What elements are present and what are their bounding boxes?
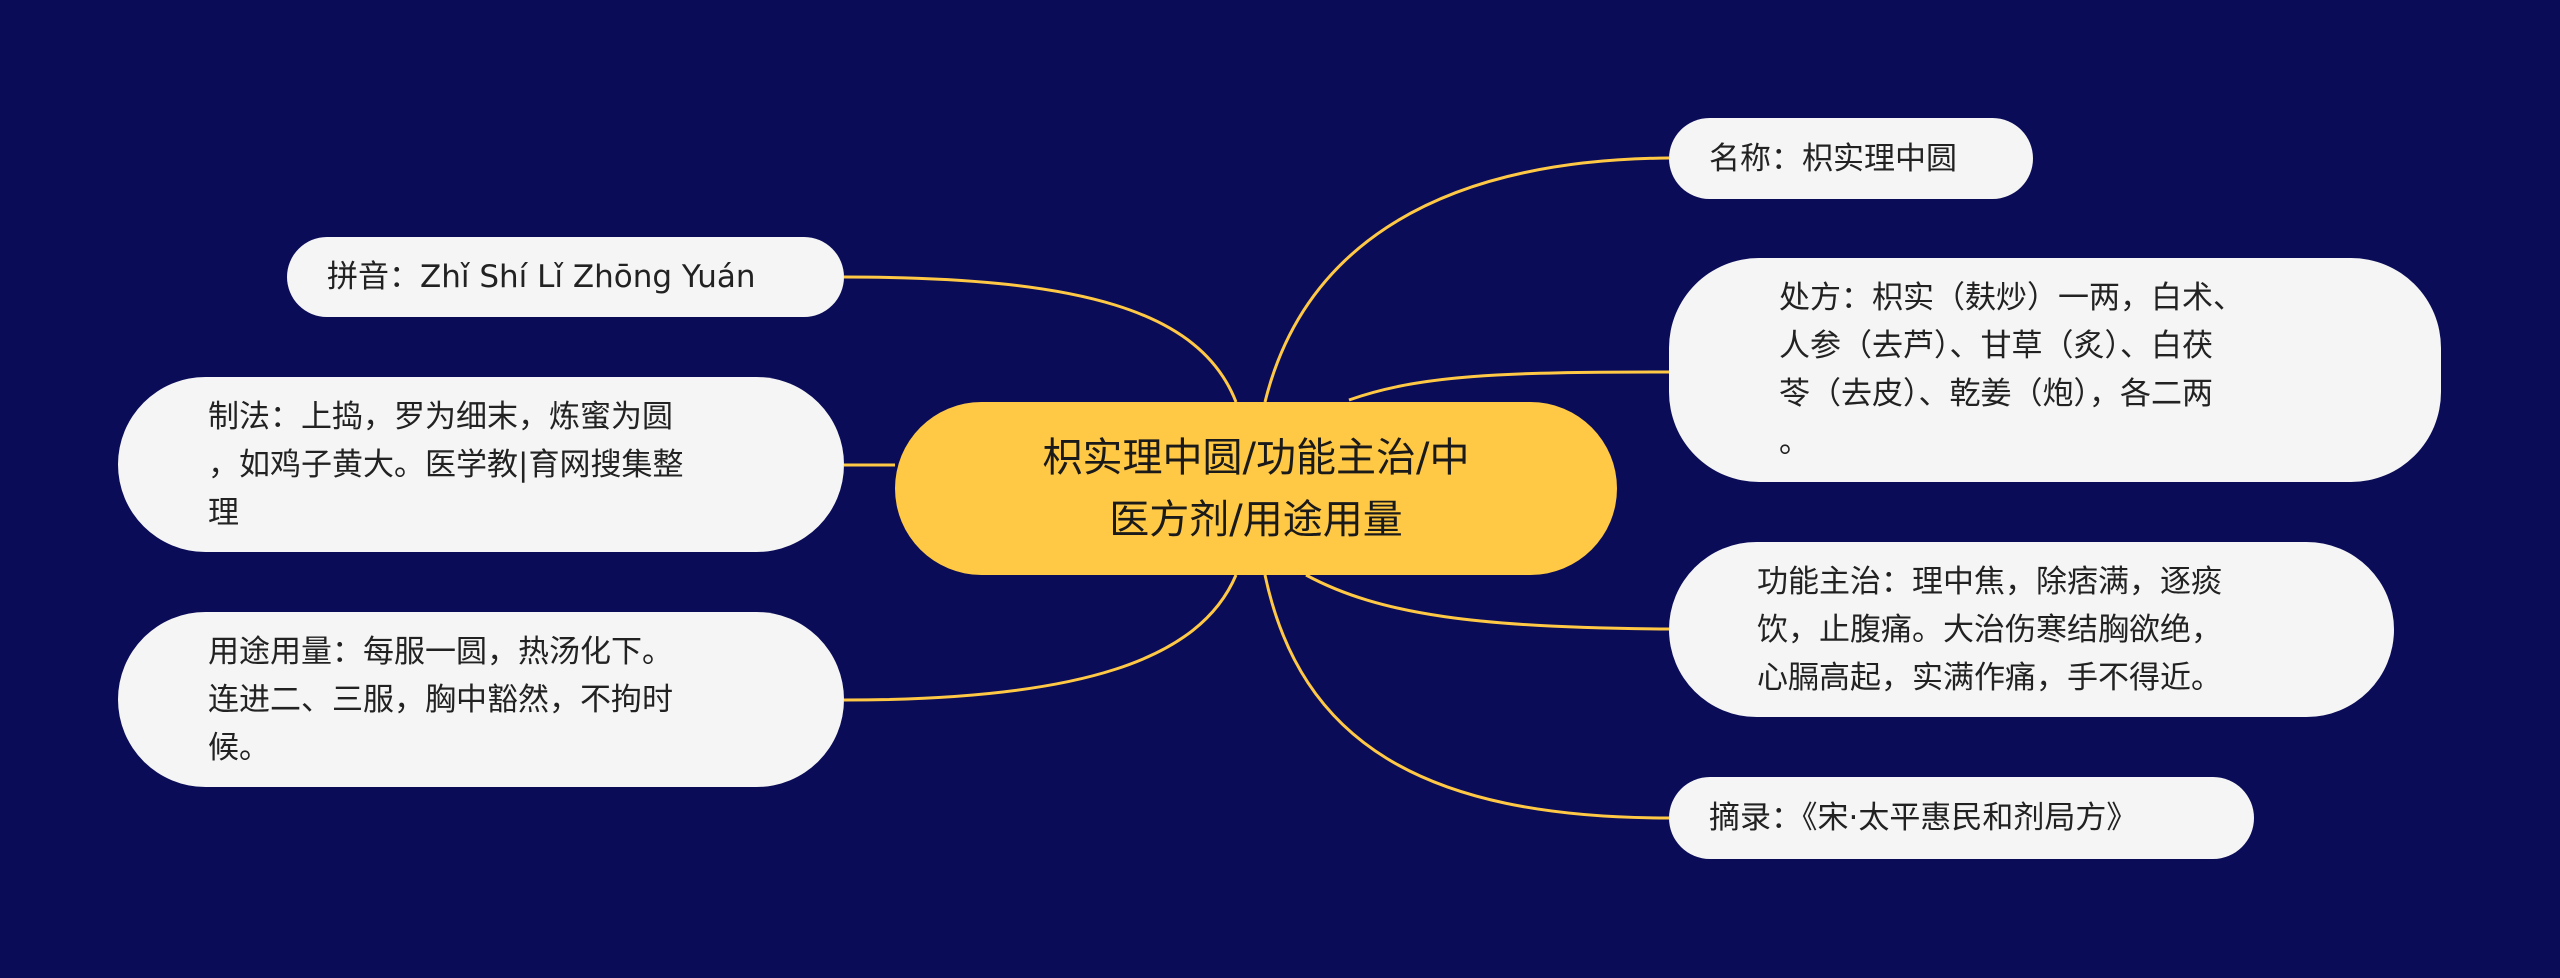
central-topic-line: 医方剂/用途用量 — [1109, 496, 1403, 543]
node-text: ，如鸡子黄大。医学教|育网搜集整 — [208, 446, 684, 483]
node-text: 摘录：《宋·太平惠民和剂局方》 — [1709, 800, 2138, 836]
node-prescription[interactable]: 处方：枳实（麸炒）一两，白术、 人参（去芦）、甘草（炙）、白茯 苓（去皮）、乾姜… — [1669, 258, 2441, 482]
node-usage[interactable]: 用途用量：每服一圆，热汤化下。 连进二、三服，胸中豁然，不拘时 候。 — [118, 612, 844, 787]
node-text: 连进二、三服，胸中豁然，不拘时 — [208, 681, 673, 718]
node-text: 制法：上捣，罗为细末，炼蜜为圆 — [208, 398, 673, 435]
node-function[interactable]: 功能主治：理中焦，除痞满，逐痰 饮，止腹痛。大治伤寒结胸欲绝， 心膈高起，实满作… — [1669, 542, 2394, 717]
node-pinyin[interactable]: 拼音：Zhǐ Shí Lǐ Zhōng Yuán — [287, 237, 844, 317]
link-function — [1305, 573, 1670, 631]
link-source — [1263, 574, 1670, 820]
node-text: 处方：枳实（麸炒）一两，白术、 — [1779, 280, 2244, 316]
link-name — [1263, 156, 1670, 403]
node-text: 拼音：Zhǐ Shí Lǐ Zhōng Yuán — [327, 259, 756, 295]
node-text: 候。 — [208, 729, 270, 766]
central-topic[interactable]: 枳实理中圆/功能主治/中 医方剂/用途用量 — [895, 402, 1617, 575]
node-text: 名称：枳实理中圆 — [1709, 140, 1957, 177]
node-text: 饮，止腹痛。大治伤寒结胸欲绝， — [1757, 611, 2222, 648]
node-text: 人参（去芦）、甘草（炙）、白茯 — [1779, 328, 2213, 364]
node-text: 用途用量：每服一圆，热汤化下。 — [208, 633, 673, 670]
node-text: 。 — [1779, 424, 1810, 460]
central-topic-line: 枳实理中圆/功能主治/中 — [1042, 434, 1470, 481]
node-name[interactable]: 名称：枳实理中圆 — [1669, 118, 2033, 199]
link-pinyin — [843, 275, 1238, 403]
node-text: 理 — [208, 494, 239, 531]
link-usage — [843, 574, 1238, 702]
node-source[interactable]: 摘录：《宋·太平惠民和剂局方》 — [1669, 777, 2254, 859]
node-text: 苓（去皮）、乾姜（炮），各二两 — [1779, 376, 2213, 412]
link-prescription — [1348, 370, 1670, 402]
node-preparation[interactable]: 制法：上捣，罗为细末，炼蜜为圆 ，如鸡子黄大。医学教|育网搜集整 理 — [118, 377, 844, 552]
node-text: 功能主治：理中焦，除痞满，逐痰 — [1757, 563, 2222, 600]
node-text: 心膈高起，实满作痛，手不得近。 — [1757, 659, 2222, 696]
